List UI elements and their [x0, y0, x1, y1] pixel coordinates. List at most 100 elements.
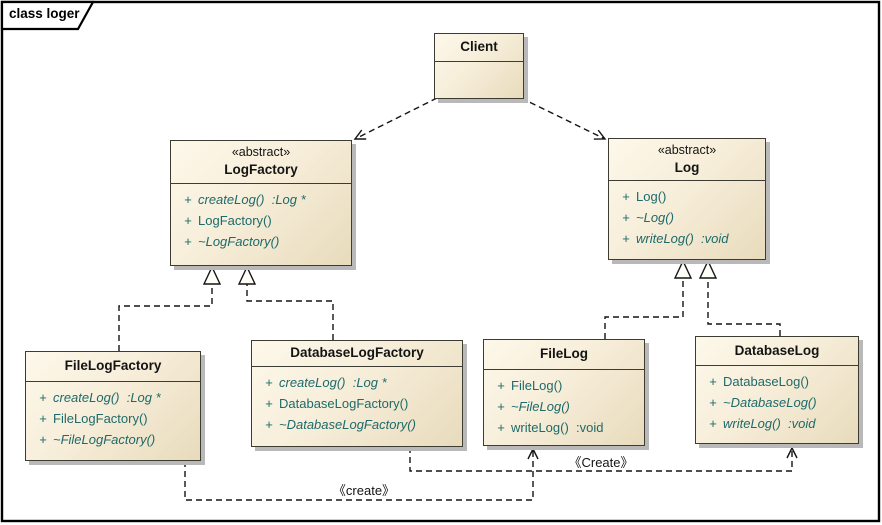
visibility: + — [709, 416, 717, 431]
operations-compartment: + createLog() :Log * + FileLogFactory() + ~… — [26, 382, 200, 450]
operation-row: + LogFactory() — [171, 210, 351, 231]
dependency-client-logfactory[interactable] — [353, 97, 438, 140]
operation-row: +writeLog() :void — [609, 228, 765, 249]
operations-compartment: + FileLog() + ~FileLog() + writeLog() :void — [484, 370, 644, 438]
operation-label: createLog() :Log * — [53, 390, 161, 405]
class-log[interactable]: «abstract» Log + Log() + ~Log() +writeLog(… — [608, 138, 766, 260]
operations-compartment: + DatabaseLog() + ~DatabaseLog() + writeLog… — [696, 366, 858, 434]
visibility: + — [184, 192, 192, 207]
operation-label: ~DatabaseLog() — [723, 395, 817, 410]
visibility: + — [497, 399, 505, 414]
realization-databaselog-log[interactable] — [707, 278, 781, 336]
operation-row: + ~DatabaseLogFactory() — [252, 414, 462, 435]
create-dependency-filelogfactory-filelog[interactable] — [184, 447, 539, 501]
operation-row: + DatabaseLog() — [696, 371, 858, 392]
operation-label: Log() — [636, 189, 667, 204]
class-name: FileLog — [540, 346, 588, 362]
class-name: Client — [460, 39, 498, 55]
class-header: FileLogFactory — [26, 352, 200, 382]
operation-label: FileLog() — [511, 378, 563, 393]
visibility: + — [184, 213, 192, 228]
operation-row: + ~DatabaseLog() — [696, 392, 858, 413]
class-name: LogFactory — [224, 162, 298, 178]
visibility: + — [497, 378, 505, 393]
class-logfactory[interactable]: «abstract» LogFactory + createLog() :Log … — [170, 140, 352, 266]
generalization-triangle-icon — [698, 259, 718, 279]
create-stereotype-label-left: 《create》 — [332, 483, 396, 498]
realization-databaselogfactory-logfactory[interactable] — [246, 284, 334, 340]
operation-row: + Log() — [609, 186, 765, 207]
visibility: + — [39, 411, 47, 426]
visibility: + — [709, 395, 717, 410]
create-stereotype-label-right: 《Create》 — [568, 455, 634, 470]
operation-row: + DatabaseLogFactory() — [252, 393, 462, 414]
diagram-frame-tab — [0, 0, 95, 31]
stereotype-label: «abstract» — [231, 145, 291, 160]
operation-label: DatabaseLog() — [723, 374, 809, 389]
generalization-triangle-icon — [237, 265, 257, 285]
operation-label: LogFactory() — [198, 213, 272, 228]
visibility: + — [39, 390, 47, 405]
visibility: + — [709, 374, 717, 389]
operation-label: ~Log() — [636, 210, 674, 225]
class-name: FileLogFactory — [64, 358, 162, 374]
class-name: DatabaseLog — [734, 342, 820, 358]
class-header: DatabaseLog — [696, 337, 858, 366]
operation-label: writeLog() :void — [723, 416, 816, 431]
operation-label: writeLog() :void — [636, 231, 729, 246]
operation-row: + FileLog() — [484, 375, 644, 396]
visibility: + — [184, 234, 192, 249]
operations-compartment: + createLog() :Log * + LogFactory() + ~LogF… — [171, 184, 351, 252]
generalization-triangle-icon — [202, 265, 222, 285]
operation-label: ~LogFactory() — [198, 234, 280, 249]
operation-row: + writeLog() :void — [484, 417, 644, 438]
operation-row: + writeLog() :void — [696, 413, 858, 434]
visibility: + — [622, 210, 630, 225]
class-databaselogfactory[interactable]: DatabaseLogFactory + createLog() :Log * +… — [251, 340, 463, 447]
operation-row: + ~LogFactory() — [171, 231, 351, 252]
class-databaselog[interactable]: DatabaseLog + DatabaseLog() + ~DatabaseLog… — [695, 336, 859, 444]
operations-compartment: + Log() + ~Log() +writeLog() :void — [609, 181, 765, 249]
operation-label: ~FileLog() — [511, 399, 570, 414]
operation-row: + ~Log() — [609, 207, 765, 228]
operations-compartment: + createLog() :Log * + DatabaseLogFactory(… — [252, 367, 462, 435]
operation-label: createLog() :Log * — [198, 192, 306, 207]
realization-filelog-log[interactable] — [604, 278, 684, 339]
operation-label: FileLogFactory() — [53, 411, 148, 426]
class-filelogfactory[interactable]: FileLogFactory + createLog() :Log * + File… — [25, 351, 201, 461]
operation-row: + createLog() :Log * — [171, 189, 351, 210]
visibility: + — [265, 375, 273, 390]
dependency-client-log[interactable] — [520, 97, 607, 140]
operation-label: createLog() :Log * — [279, 375, 387, 390]
visibility: + — [497, 420, 505, 435]
class-header: Client — [435, 34, 523, 62]
frame-tab-label: class loger — [9, 6, 80, 21]
class-header: FileLog — [484, 340, 644, 370]
operation-row: + createLog() :Log * — [26, 387, 200, 408]
operation-row: + ~FileLogFactory() — [26, 429, 200, 450]
visibility: + — [622, 189, 630, 204]
operation-label: ~DatabaseLogFactory() — [279, 417, 416, 432]
class-name: DatabaseLogFactory — [290, 345, 424, 361]
visibility: + — [265, 396, 273, 411]
visibility: + — [39, 432, 47, 447]
operation-row: + FileLogFactory() — [26, 408, 200, 429]
operation-label: writeLog() :void — [511, 420, 604, 435]
operation-label: DatabaseLogFactory() — [279, 396, 409, 411]
class-client[interactable]: Client — [434, 33, 524, 99]
visibility: + — [265, 417, 273, 432]
class-name: Log — [674, 159, 700, 175]
generalization-triangle-icon — [673, 259, 693, 279]
create-dependency-databaselogfactory-databaselog[interactable] — [409, 446, 798, 472]
class-filelog[interactable]: FileLog + FileLog() + ~FileLog() + writeLog… — [483, 339, 645, 446]
class-header: DatabaseLogFactory — [252, 341, 462, 367]
realization-filelogfactory-logfactory[interactable] — [118, 284, 213, 351]
stereotype-label: «abstract» — [657, 142, 717, 157]
class-header: «abstract» LogFactory — [171, 141, 351, 184]
operation-row: + ~FileLog() — [484, 396, 644, 417]
operation-label: ~FileLogFactory() — [53, 432, 156, 447]
class-header: «abstract» Log — [609, 139, 765, 181]
